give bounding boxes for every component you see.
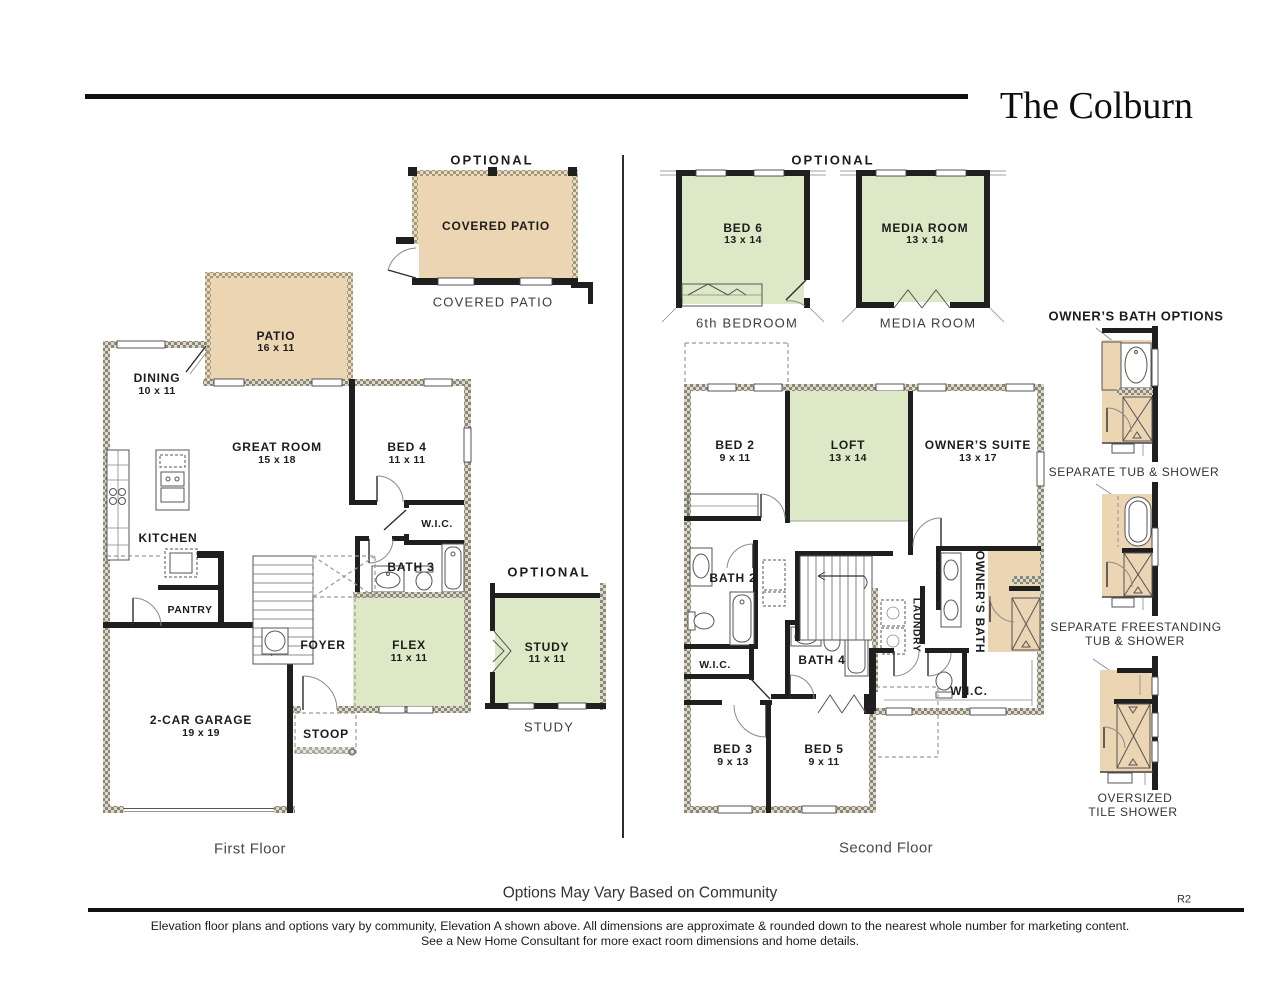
bath-option1-label: SEPARATE TUB & SHOWER [1048, 465, 1220, 479]
room-dims-bed5: 9 x 11 [808, 755, 840, 768]
room-label-wic-right: W.I.C. [950, 684, 988, 698]
header-rule [85, 94, 968, 99]
bath-option-3 [1092, 656, 1159, 790]
floor-divider-line [622, 155, 624, 838]
room-dims-study: 11 x 11 [528, 652, 566, 665]
bath-option2-label-line1: SEPARATE FREESTANDING [1050, 620, 1222, 634]
bath-option-2 [1095, 482, 1159, 616]
second-floor-caption: Second Floor [838, 839, 934, 857]
optional-patio-heading: OPTIONAL [450, 152, 534, 168]
room-label-wic-fl1: W.I.C. [421, 517, 453, 530]
room-label-wic-left: W.I.C. [699, 658, 731, 671]
disclaimer-line2: See a New Home Consultant for more exact… [420, 933, 860, 948]
room-dims-bed2: 9 x 11 [719, 451, 751, 464]
bath-option3-label-line2: TILE SHOWER [1088, 805, 1178, 819]
covered-patio-caption: COVERED PATIO [432, 294, 554, 310]
patio-plan [205, 272, 353, 379]
room-dims-flex: 11 x 11 [390, 651, 428, 664]
plan-title: The Colburn [999, 85, 1193, 127]
room-label-flex: FLEX [392, 638, 426, 652]
second-floor-plan [660, 169, 1045, 814]
room-label-media-room: MEDIA ROOM [881, 221, 969, 235]
footer-rule [88, 908, 1244, 912]
room-label-great-room: GREAT ROOM [232, 440, 322, 454]
room-label-bath2: BATH 2 [709, 571, 757, 585]
optional-study-heading: OPTIONAL [507, 564, 591, 580]
covered-patio-optional-plan [387, 167, 593, 304]
room-label-laundry: LAUNDRY [910, 597, 923, 653]
bath-option-1 [1095, 326, 1159, 462]
room-label-garage: 2-CAR GARAGE [149, 713, 253, 727]
room-label-bed4: BED 4 [387, 440, 427, 454]
media-room-caption: MEDIA ROOM [879, 315, 977, 331]
room-label-owners-suite: OWNER’S SUITE [924, 438, 1032, 452]
disclaimer-line1: Elevation floor plans and options vary b… [150, 918, 1130, 933]
study-caption: STUDY [523, 719, 575, 735]
first-floor-caption: First Floor [214, 840, 286, 858]
room-dims-patio: 16 x 11 [257, 341, 295, 354]
room-label-bath3: BATH 3 [387, 560, 435, 574]
room-dims-media-room: 13 x 14 [906, 233, 944, 246]
room-label-kitchen: KITCHEN [138, 531, 198, 545]
room-label-pantry: PANTRY [167, 603, 213, 616]
room-label-dining: DINING [133, 371, 181, 385]
room-label-owners-bath: OWNER’S BATH [973, 550, 987, 654]
room-dims-bed6: 13 x 14 [724, 233, 762, 246]
room-dims-dining: 10 x 11 [138, 384, 176, 397]
room-dims-great-room: 15 x 18 [258, 453, 296, 466]
bath-option2-label-line2: TUB & SHOWER [1085, 634, 1185, 648]
first-floor-interior [103, 379, 465, 813]
bath-option3-label-line1: OVERSIZED [1097, 791, 1173, 805]
room-label-bed6: BED 6 [723, 221, 763, 235]
optional-upper-heading: OPTIONAL [791, 152, 875, 168]
room-label-covered-patio: COVERED PATIO [442, 219, 550, 233]
room-label-stoop: STOOP [303, 727, 349, 741]
room-label-study: STUDY [524, 640, 570, 654]
bed6-optional-plan [660, 169, 826, 323]
room-label-bed3: BED 3 [713, 742, 753, 756]
options-vary-note: Options May Vary Based on Community [502, 884, 778, 902]
room-dims-owners-suite: 13 x 17 [959, 451, 997, 464]
room-dims-bed4: 11 x 11 [388, 453, 426, 466]
bed6-caption: 6th BEDROOM [695, 315, 799, 331]
room-label-bed2: BED 2 [715, 438, 755, 452]
second-floor-main [684, 342, 1045, 814]
media-room-optional-plan [840, 169, 1006, 323]
room-label-bed5: BED 5 [804, 742, 844, 756]
room-label-patio: PATIO [256, 329, 296, 343]
room-label-loft: LOFT [830, 438, 866, 452]
room-dims-loft: 13 x 14 [829, 451, 867, 464]
room-dims-bed3: 9 x 13 [717, 755, 749, 768]
room-label-bath4: BATH 4 [798, 653, 846, 667]
room-dims-garage: 19 x 19 [182, 726, 220, 739]
bath-options-heading: OWNER’S BATH OPTIONS [1048, 308, 1224, 324]
room-label-foyer: FOYER [300, 638, 346, 652]
revision-mark: R2 [1176, 893, 1192, 906]
study-optional-plan [485, 583, 606, 710]
first-floor-plan [103, 167, 606, 813]
first-floor-exterior-walls [103, 340, 472, 813]
